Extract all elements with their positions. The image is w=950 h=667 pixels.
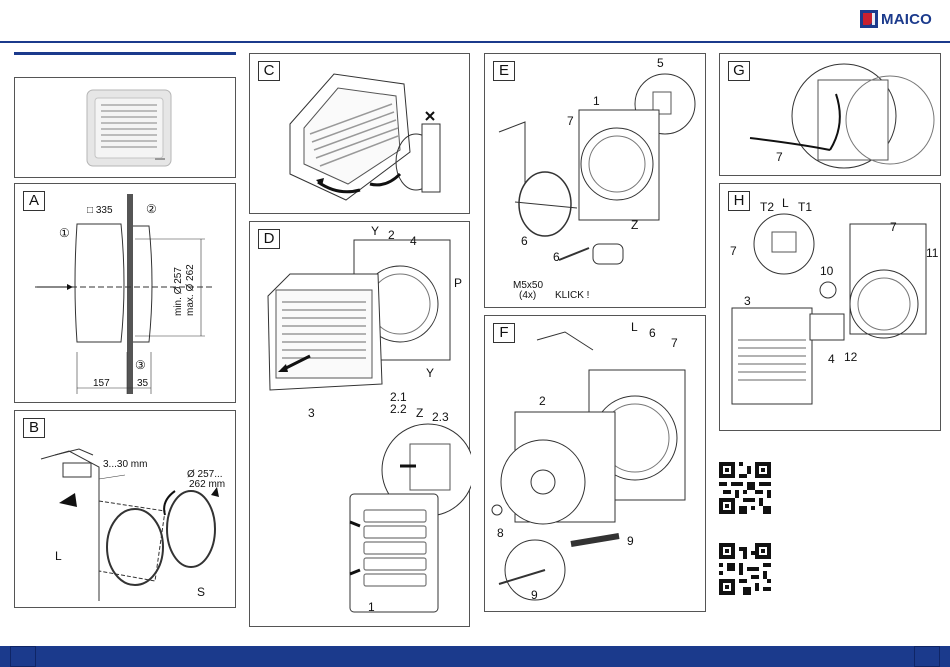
label-4: 4 (410, 236, 417, 247)
square-dimension: □ 335 (87, 205, 113, 216)
panel-b-wall-sleeve: B 3...30 mm Ø 257... 262 mm L S (14, 410, 236, 608)
label-6: 6 (649, 328, 656, 339)
qr-code-2[interactable] (719, 543, 771, 595)
wall-sleeve-drawing (15, 411, 237, 609)
label-t1: T1 (798, 202, 812, 213)
label-1: 1 (593, 96, 600, 107)
label-4: 4 (828, 354, 835, 365)
maico-wordmark: MAICO (881, 11, 932, 28)
product-image-panel (14, 77, 236, 178)
label-l: L (55, 551, 62, 562)
depth-dimension: 157 (93, 378, 110, 389)
panel-c-remove-cover: C (249, 53, 470, 214)
remove-cover-drawing (250, 54, 471, 215)
maico-logo-mark (860, 10, 878, 28)
panel-e-mounting: E 5 1 7 6 Z 6 M5x50 (4x) KLICK ! (484, 53, 706, 308)
callout-2: ② (146, 204, 157, 215)
page-indicator-right (914, 646, 940, 667)
label-p: P (454, 278, 462, 289)
callout-1: ① (59, 228, 70, 239)
maico-logo: MAICO (860, 6, 944, 32)
sleeve-diameter-unit: 262 mm (189, 479, 225, 490)
header-rule (0, 41, 950, 43)
panel-h-wiring: H T2 L T1 7 7 11 10 3 4 12 (719, 183, 941, 431)
mounting-drawing (485, 54, 707, 309)
label-s: S (197, 587, 205, 598)
qr-code-1[interactable] (719, 462, 771, 514)
label-6-screw: 6 (553, 252, 560, 263)
label-y-bottom: Y (426, 368, 434, 379)
panel-d-disassembly: D Y 2 4 P 3 2.1 2.2 Y Z 2.3 1 (249, 221, 470, 627)
screw-quantity: (4x) (519, 290, 536, 301)
footer-bar (0, 646, 950, 667)
gap-dimension: 3...30 mm (103, 459, 147, 470)
min-diameter: min. Ø 257 (173, 267, 184, 316)
wiring-drawing (720, 184, 942, 432)
label-1: 1 (368, 602, 375, 613)
label-11: 11 (926, 248, 938, 259)
cable-routing-drawing (720, 54, 942, 177)
label-2-2: 2.2 (390, 404, 407, 415)
disassembly-drawing (250, 222, 471, 628)
label-12: 12 (844, 352, 857, 363)
panel-g-cable: G 7 (719, 53, 941, 176)
label-l: L (782, 198, 789, 209)
label-y-top: Y (371, 226, 379, 237)
label-2: 2 (539, 396, 546, 407)
label-6: 6 (521, 236, 528, 247)
label-z: Z (416, 408, 423, 419)
label-9-detail: 9 (531, 590, 538, 601)
label-z: Z (631, 220, 638, 231)
label-7-right: 7 (890, 222, 897, 233)
assembly-drawing (485, 316, 707, 613)
callout-3: ③ (135, 360, 146, 371)
panel-f-assembly: F L 6 7 2 8 9 9 (484, 315, 706, 612)
label-9: 9 (627, 536, 634, 547)
klick-note: KLICK ! (555, 290, 589, 301)
section-tab-rule (14, 52, 236, 55)
label-l: L (631, 322, 638, 333)
label-10: 10 (820, 266, 833, 277)
max-diameter: max. Ø 262 (185, 264, 196, 316)
label-5: 5 (657, 58, 664, 69)
label-3: 3 (744, 296, 751, 307)
wall-dimension: 35 (137, 378, 148, 389)
label-3: 3 (308, 408, 315, 419)
fan-side-dimension-drawing (15, 184, 237, 404)
page-indicator-left (10, 646, 36, 667)
label-7: 7 (567, 116, 574, 127)
label-8: 8 (497, 528, 504, 539)
panel-a-dimensions: A □ 335 ① ② ③ min. Ø 257 max. Ø 262 157 … (14, 183, 236, 403)
label-2: 2 (388, 230, 395, 241)
label-t2: T2 (760, 202, 774, 213)
label-7: 7 (776, 152, 783, 163)
label-7-left: 7 (730, 246, 737, 257)
label-7: 7 (671, 338, 678, 349)
label-2-3: 2.3 (432, 412, 449, 423)
fan-product-image (15, 78, 237, 179)
